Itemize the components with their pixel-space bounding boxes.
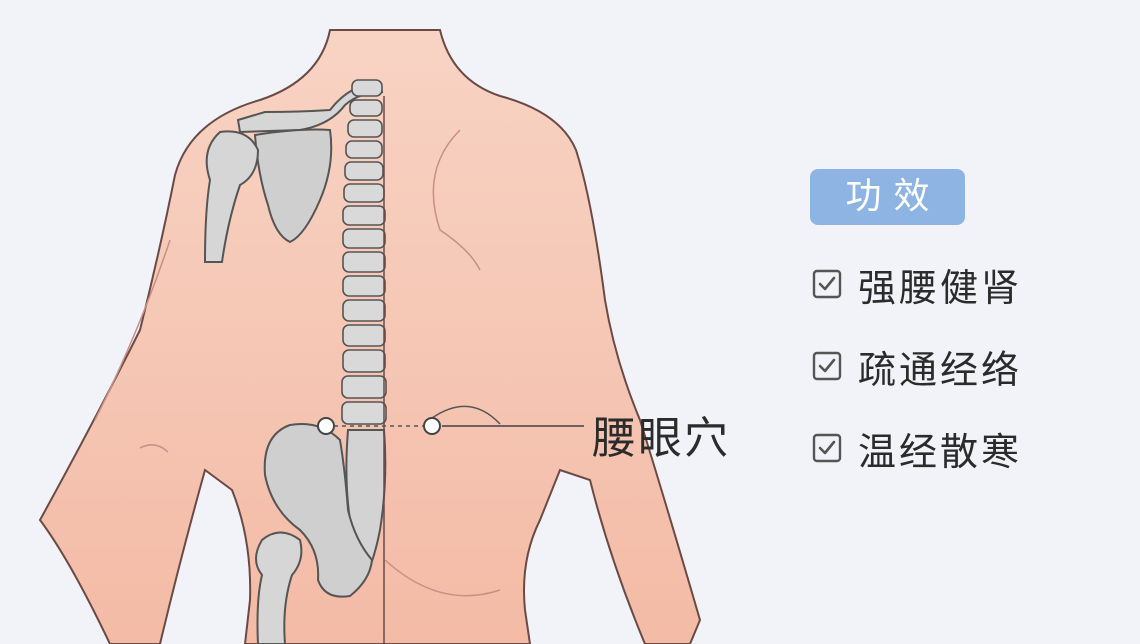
- effect-label: 温经散寒: [858, 429, 1023, 474]
- acupoint-label: 腰眼穴: [592, 413, 730, 464]
- pelvis-bone: [263, 423, 374, 598]
- scapula-bone: [253, 128, 333, 244]
- clavicle-bone: [236, 80, 384, 134]
- femur-bone: [255, 531, 303, 644]
- checkbox-checked-icon: [812, 269, 842, 299]
- buttock-crease: [384, 559, 501, 597]
- effect-item: 温经散寒: [812, 426, 1022, 474]
- checkbox-checked-icon: [812, 351, 842, 381]
- elbow-crease: [139, 444, 169, 453]
- effect-item: 疏通经络: [812, 344, 1022, 392]
- effects-list: 强腰健肾 疏通经络 温经散寒: [812, 262, 1022, 508]
- effect-label: 强腰健肾: [858, 265, 1023, 310]
- arm-contour: [94, 239, 171, 421]
- effects-title-badge: 功效: [810, 169, 965, 225]
- humerus-bone: [203, 130, 260, 263]
- scapula-contour-right: [432, 129, 481, 271]
- effect-label: 疏通经络: [858, 347, 1023, 392]
- acupoint-marker-left: [317, 417, 335, 435]
- effect-item: 强腰健肾: [812, 262, 1022, 310]
- waist-curve: [431, 405, 501, 425]
- spine: [341, 79, 387, 425]
- checkbox-checked-icon: [812, 433, 842, 463]
- acupoint-marker-right: [423, 417, 441, 435]
